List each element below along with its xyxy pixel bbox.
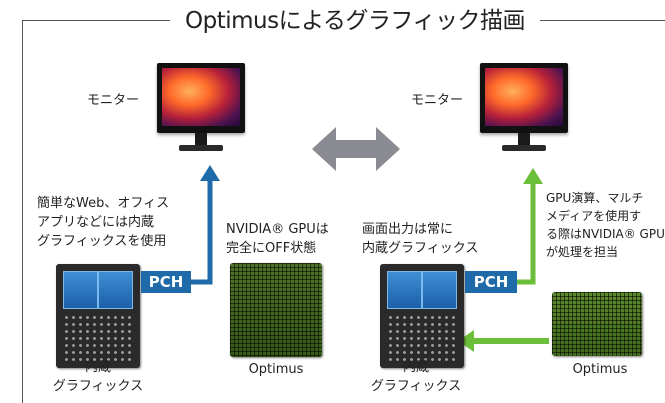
right-igpu-label: 内蔵 グラフィックス [370,360,462,394]
right-nvidia-gpu-chip [552,292,642,356]
up-arrow-icon [190,180,213,285]
right-monitor-label: モニター [411,93,464,108]
right-arrow-head [523,168,543,184]
frame-left [22,20,23,403]
frame-top-left [22,20,172,21]
up-arrow-icon [517,183,536,285]
double-headed-arrow-icon [312,127,400,171]
left-arrow-head [200,165,220,181]
right-gpu-label: Optimus [572,362,628,377]
right-gpu-desc: GPU演算、マルチ メディアを使用す る際はNVIDIA® GPU が処理を担当 [546,191,665,259]
left-arrow-icon [458,330,474,352]
frame-top-right [538,20,665,21]
right-desc: 画面出力は常に 内蔵グラフィックス [362,222,479,256]
left-nvidia-gpu-chip [230,263,322,357]
left-integrated-graphics-chip [56,264,140,368]
left-gpu-label: Optimus [248,362,304,377]
left-igpu-label: 内蔵 グラフィックス [52,360,144,394]
diagram-title: Optimusによるグラフィック描画 [170,4,540,38]
left-monitor-label: モニター [87,93,140,108]
right-pch-badge: PCH [465,271,517,293]
left-pch-badge: PCH [141,271,191,293]
left-gpu-status: NVIDIA® GPUは 完全にOFF状態 [226,222,329,256]
right-integrated-graphics-chip [380,264,464,368]
left-desc: 簡単なWeb、オフィス アプリなどには内蔵 グラフィックスを使用 [37,196,170,249]
